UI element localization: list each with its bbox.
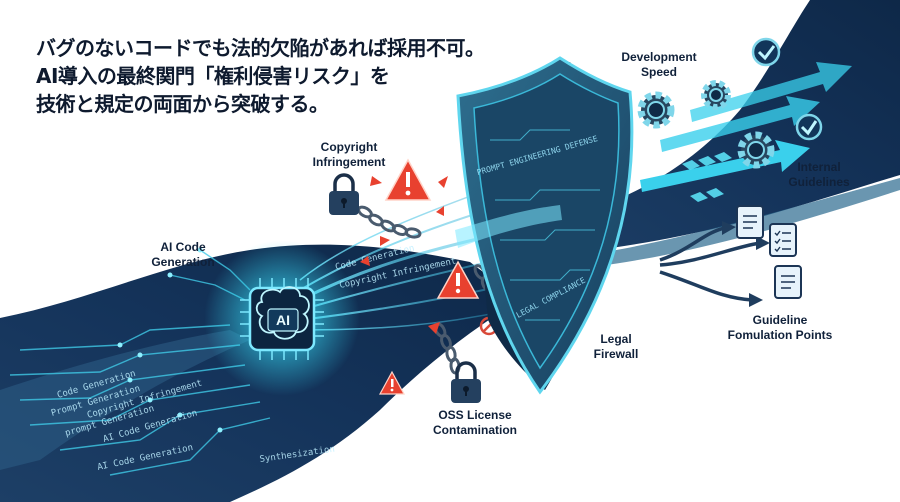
label-line: Guideline [752,313,808,327]
lower-band-light [0,330,250,470]
label-line: Firewall [593,347,639,361]
warning-icon [384,158,432,201]
label-line: Copyright [320,140,378,154]
padlock-icon [451,361,481,403]
warning-icon [378,370,406,395]
circuit-nodes [117,247,223,433]
headline-line-2: AI導入の最終関門「権利侵害リスク」を [36,64,390,88]
document-icon [769,223,797,257]
label-line: Guidelines [788,175,850,189]
chevron-arrows [682,152,732,202]
label-line: Speed [640,65,677,79]
chain-upper [357,205,422,239]
label-line: Infringement [312,155,386,169]
branch-arrows [659,226,761,302]
gear-icon [737,131,775,169]
label-ai-code-generation: AI Code Generation [138,240,228,270]
label-line: Fomulation Points [727,328,833,342]
label-development-speed: Development Speed [604,50,714,80]
brain-chip-icon: AI [204,240,360,396]
label-legal-firewall: Legal Firewall [580,332,652,362]
headline: バグのないコードでも法的欠陥があれば採用不可。 AI導入の最終関門「権利侵害リス… [36,34,485,118]
gear-icon [701,80,731,110]
label-line: OSS License [438,408,512,422]
padlock-icon [329,173,359,215]
checkmark-icon [751,37,781,67]
shield-beam [455,205,562,248]
chip-label: AI [276,312,290,328]
label-line: Contamination [433,423,517,437]
label-line: Development [621,50,697,64]
label-internal-guidelines: Internal Guidelines [774,160,864,190]
document-icon [774,265,802,299]
alert-sparks [360,176,448,334]
warning-icon [436,260,480,299]
label-oss-license-contamination: OSS License Contamination [420,408,530,438]
headline-line-1: バグのないコードでも法的欠陥があれば採用不可。 [36,36,485,60]
gear-icon [637,91,675,129]
label-copyright-infringement: Copyright Infringement [304,140,394,170]
upper-band-edge [560,178,900,270]
label-line: Generation [151,255,215,269]
label-line: AI Code [160,240,206,254]
headline-line-3: 技術と規定の両面から突破する。 [36,92,329,116]
label-line: Internal [797,160,841,174]
document-icon [736,205,764,239]
arrow-heads [722,221,770,307]
label-guideline-points: Guideline Fomulation Points [700,313,860,343]
label-line: Legal [600,332,632,346]
upper-band [520,0,900,255]
checkmark-icon [795,113,823,141]
